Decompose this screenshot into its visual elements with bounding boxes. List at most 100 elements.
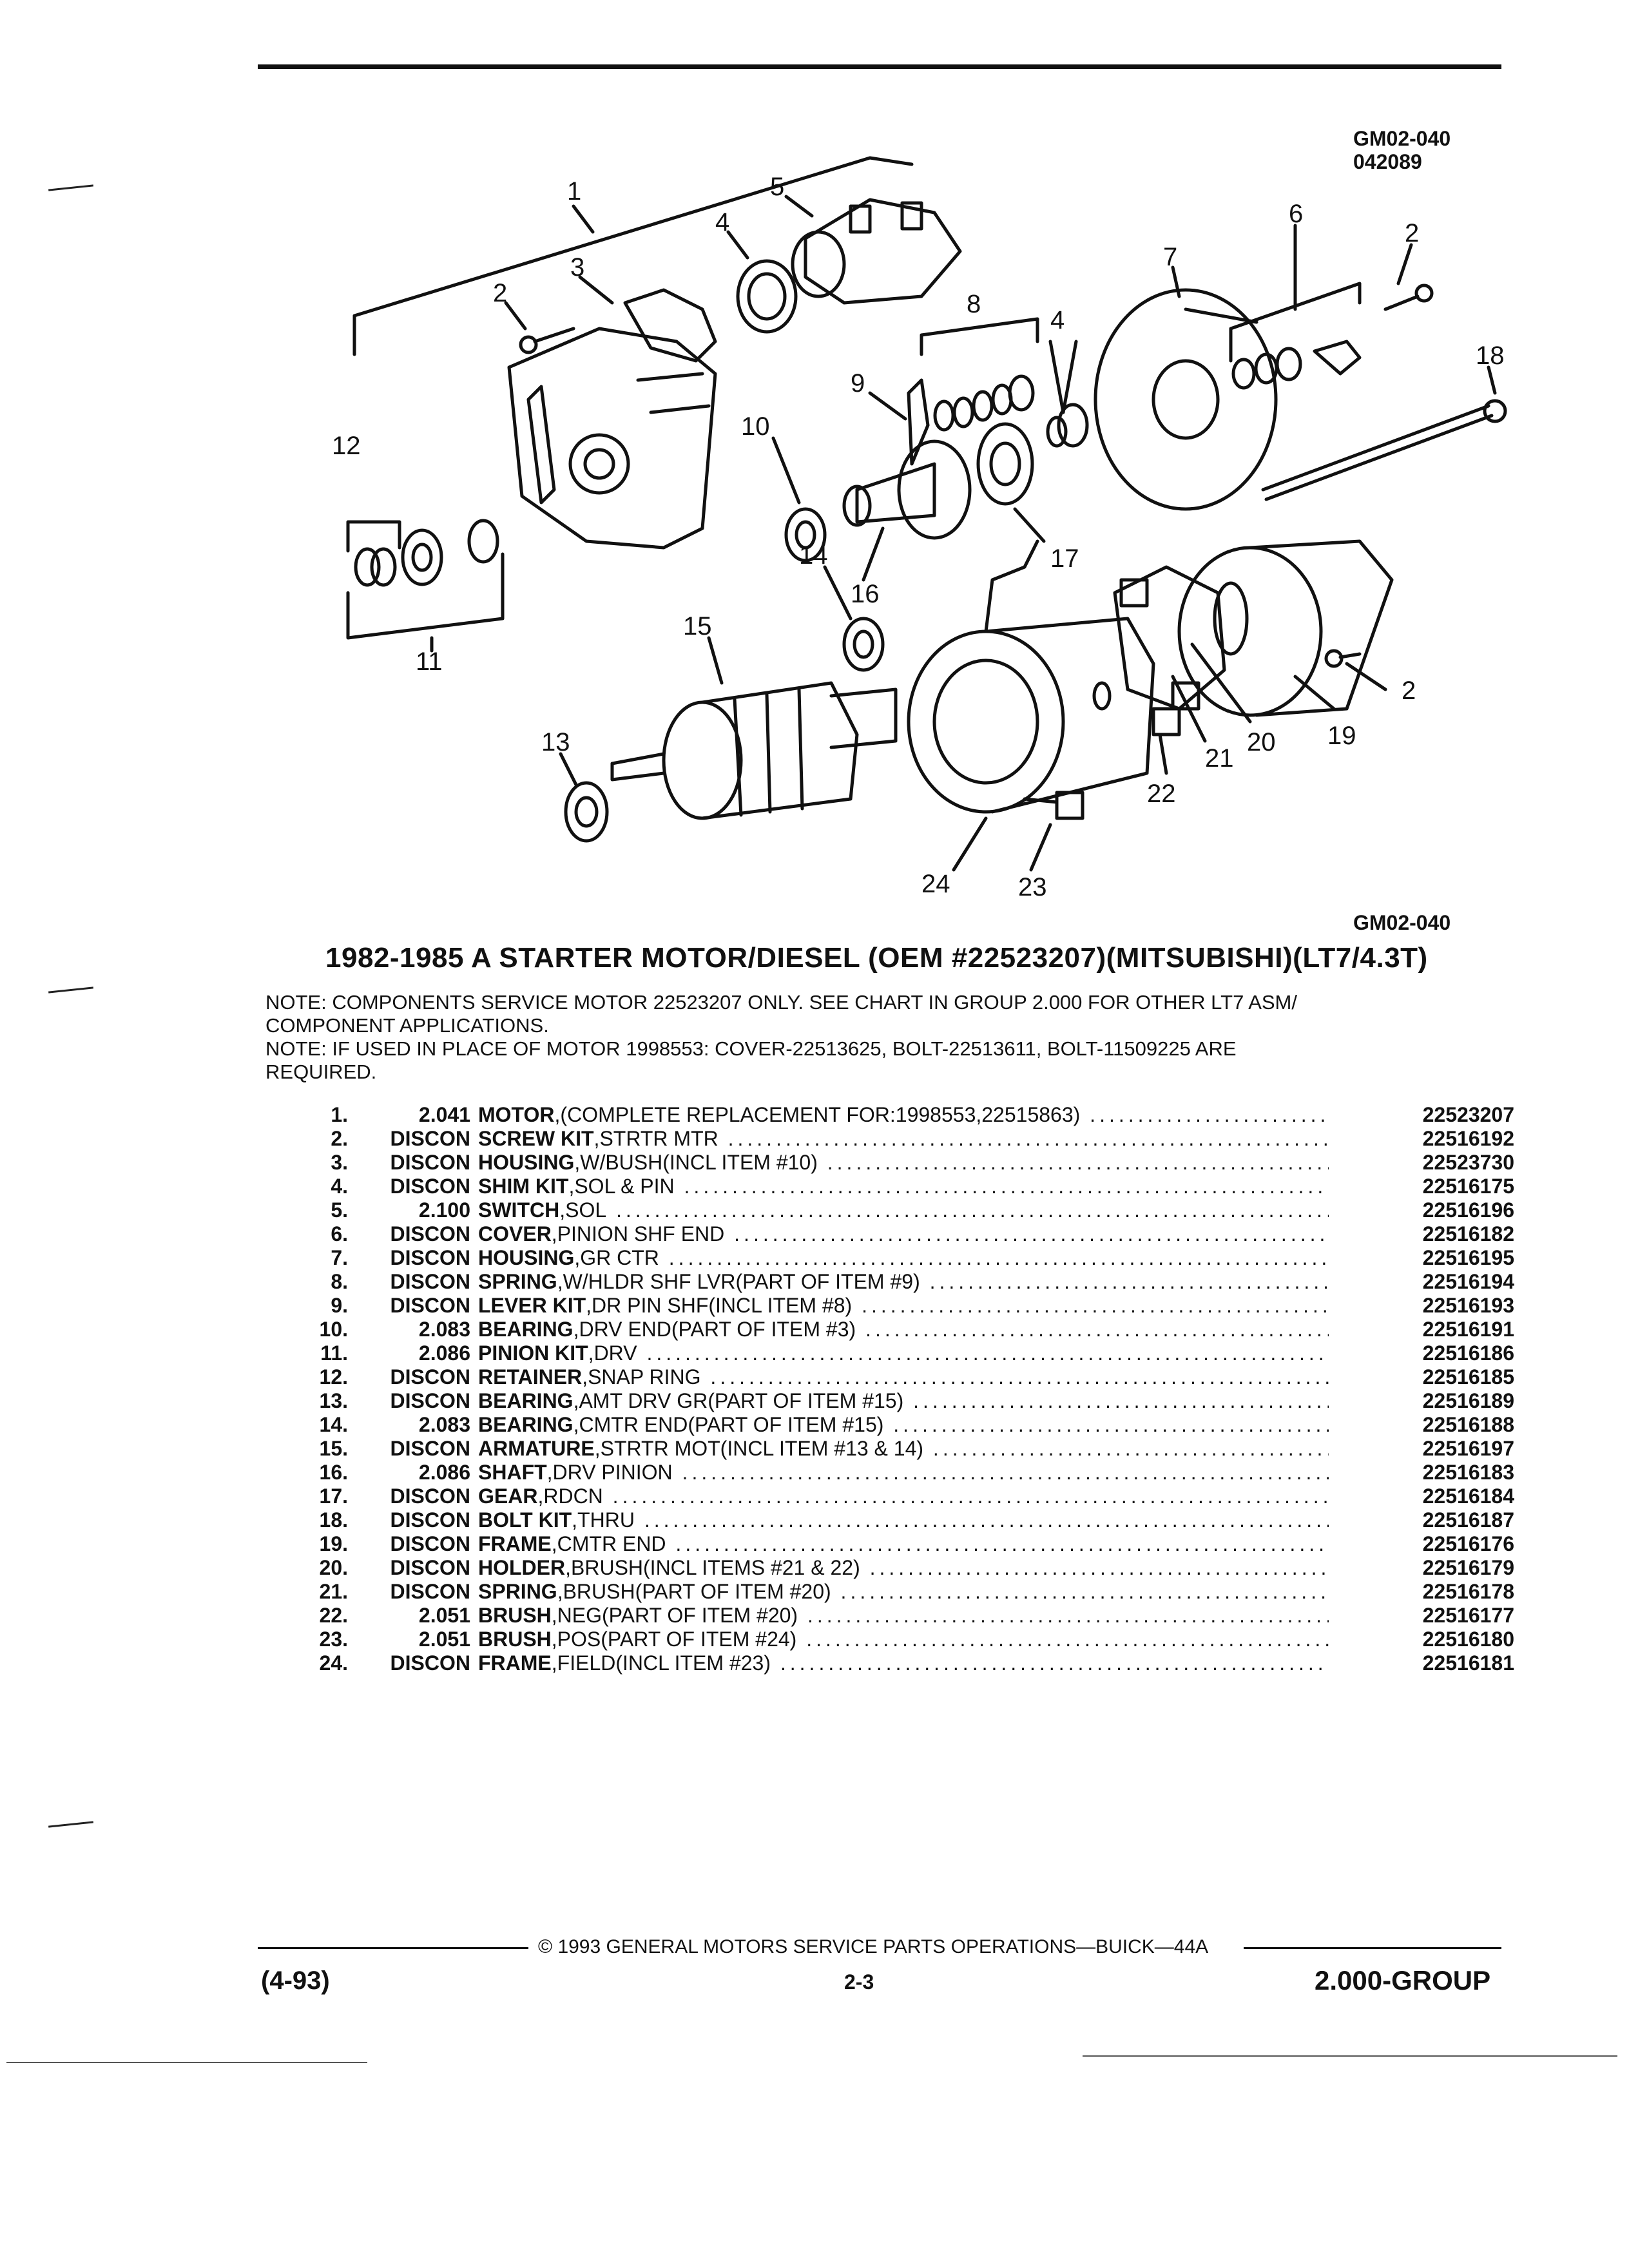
- part-number: 22516191: [1422, 1318, 1514, 1341]
- part-group: 2.083: [418, 1318, 470, 1341]
- part-description: HOLDER,BRUSH(INCL ITEMS #21 & 22) ......…: [478, 1556, 1329, 1580]
- leader-dots: ........................................…: [807, 1604, 1329, 1627]
- page-title: 1982-1985 A STARTER MOTOR/DIESEL (OEM #2…: [325, 942, 1428, 974]
- part-item-number: 8.: [331, 1270, 348, 1293]
- part-item-number: 18.: [319, 1508, 348, 1532]
- spring-holder: [933, 374, 1035, 432]
- part-description: SWITCH,SOL .............................…: [478, 1198, 1329, 1222]
- part-group: 2.051: [418, 1604, 470, 1627]
- pinion-shaft-cover: [1231, 340, 1362, 390]
- leader-dots: ........................................…: [616, 1198, 1329, 1222]
- pinion-gear: [354, 519, 499, 587]
- leader-7: [1171, 265, 1181, 298]
- callout-13: 13: [541, 728, 570, 756]
- commutator-end-frame: [1177, 539, 1394, 717]
- leader-4a: [726, 230, 749, 260]
- leader-2b: [1396, 243, 1413, 285]
- part-number: 22516179: [1422, 1556, 1514, 1579]
- leader-dots: ........................................…: [646, 1341, 1329, 1365]
- note-line-1: NOTE: COMPONENTS SERVICE MOTOR 22523207 …: [265, 991, 1297, 1014]
- part-detail: ,DR PIN SHF(INCL ITEM #8): [586, 1294, 853, 1317]
- part-item-number: 6.: [331, 1222, 348, 1245]
- part-description: SCREW KIT,STRTR MTR ....................…: [478, 1127, 1329, 1151]
- leader-9: [868, 391, 907, 421]
- callout-20: 20: [1247, 728, 1276, 756]
- part-name: GEAR: [478, 1485, 538, 1508]
- part-group: DISCON: [390, 1175, 470, 1198]
- footer-rule-left: [258, 1947, 528, 1949]
- part-description: HOUSING,W/BUSH(INCL ITEM #10) ..........…: [478, 1151, 1329, 1175]
- housing-drive-end: [507, 288, 717, 550]
- part-group: DISCON: [390, 1556, 470, 1579]
- leader-2c: [1345, 662, 1387, 691]
- part-description: COVER,PINION SHF END ...................…: [478, 1222, 1329, 1246]
- leader-dots: ........................................…: [929, 1270, 1329, 1293]
- leader-dots: ........................................…: [675, 1532, 1329, 1555]
- leader-dots: ........................................…: [728, 1127, 1329, 1150]
- part-group: DISCON: [390, 1246, 470, 1269]
- part-group: DISCON: [390, 1485, 470, 1508]
- leader-2a: [504, 301, 527, 331]
- part-detail: ,CMTR END(PART OF ITEM #15): [573, 1413, 884, 1436]
- callout-6: 6: [1289, 200, 1303, 228]
- drive-pinion-shaft: [842, 439, 972, 540]
- part-detail: ,SOL & PIN: [568, 1175, 675, 1198]
- part-group: DISCON: [390, 1127, 470, 1150]
- part-description: HOUSING,GR CTR .........................…: [478, 1246, 1329, 1270]
- part-detail: ,BRUSH(INCL ITEMS #21 & 22): [565, 1556, 860, 1579]
- leader-15: [707, 636, 724, 685]
- part-item-number: 7.: [331, 1246, 348, 1269]
- callout-23: 23: [1018, 873, 1047, 901]
- part-name: PINION KIT: [478, 1341, 588, 1365]
- part-description: BRUSH,POS(PART OF ITEM #24) ............…: [478, 1628, 1329, 1651]
- callout-16: 16: [851, 580, 880, 608]
- field-frame: [907, 539, 1155, 814]
- callout-17: 17: [1050, 544, 1079, 573]
- leader-17: [1013, 507, 1046, 543]
- leader-dots: ........................................…: [682, 1461, 1329, 1484]
- part-item-number: 20.: [319, 1556, 348, 1579]
- parts-row: 20. DISCON HOLDER,BRUSH(INCL ITEMS #21 & 2…: [303, 1556, 1514, 1580]
- callout-labels: 1 2 3 4 5 6 7 8 9 10 11 12 13 14 15 16 1…: [332, 173, 1505, 901]
- part-detail: ,CMTR END: [551, 1532, 666, 1555]
- part-item-number: 17.: [319, 1485, 348, 1508]
- part-description: BRUSH,NEG(PART OF ITEM #20) ............…: [478, 1604, 1329, 1628]
- part-number: 22516194: [1422, 1270, 1514, 1293]
- bottom-scan-line-left: [6, 2062, 367, 2063]
- part-number: 22516177: [1422, 1604, 1514, 1627]
- callout-7: 7: [1163, 243, 1177, 271]
- leader-13: [559, 752, 579, 788]
- part-description: SHAFT,DRV PINION .......................…: [478, 1461, 1329, 1485]
- part-group: DISCON: [390, 1580, 470, 1603]
- footer-page-number: 2-3: [844, 1970, 874, 1994]
- part-item-number: 11.: [320, 1341, 348, 1365]
- callout-12: 12: [332, 432, 361, 460]
- header-date-code: 042089: [1353, 150, 1422, 173]
- bracket-item-11: [346, 552, 505, 640]
- part-number: 22516181: [1422, 1651, 1514, 1675]
- part-item-number: 19.: [319, 1532, 348, 1555]
- brush-holder: [1113, 565, 1226, 736]
- part-number: 22516180: [1422, 1628, 1514, 1651]
- part-item-number: 4.: [331, 1175, 348, 1198]
- screw-item-2-a: [519, 327, 575, 354]
- part-name: BEARING: [478, 1318, 574, 1341]
- part-number: 22516196: [1422, 1198, 1514, 1222]
- part-group: DISCON: [390, 1651, 470, 1675]
- leader-dots: ........................................…: [644, 1508, 1329, 1532]
- leader-16: [862, 526, 885, 582]
- part-group: DISCON: [390, 1294, 470, 1317]
- part-number: 22516193: [1422, 1294, 1514, 1317]
- part-name: BRUSH: [478, 1628, 552, 1651]
- margin-mark-2: [48, 986, 93, 994]
- part-number: 22516188: [1422, 1413, 1514, 1436]
